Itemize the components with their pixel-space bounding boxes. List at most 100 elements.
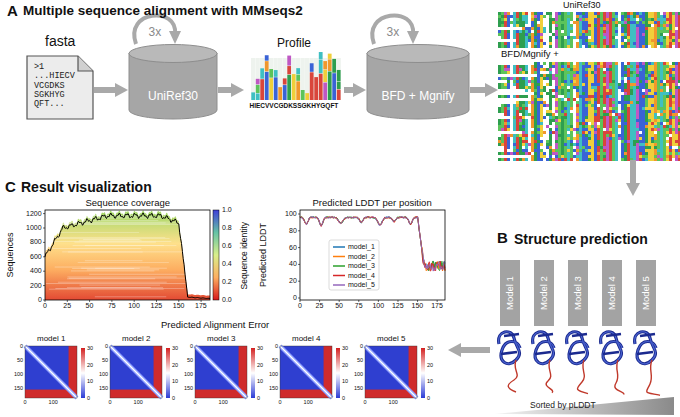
alignment-cell bbox=[606, 68, 609, 71]
alignment-cell bbox=[660, 101, 663, 104]
alignment-cell bbox=[648, 92, 651, 95]
alignment-cell bbox=[678, 101, 680, 104]
alignment-cell bbox=[630, 33, 633, 36]
alignment-cell bbox=[669, 89, 672, 92]
alignment-cell bbox=[603, 33, 606, 36]
alignment-cell bbox=[630, 12, 633, 15]
alignment-cell bbox=[513, 33, 516, 36]
alignment-cell bbox=[597, 71, 600, 74]
alignment-cell bbox=[666, 27, 669, 30]
alignment-cell bbox=[519, 39, 522, 42]
alignment-cell bbox=[552, 30, 555, 33]
alignment-cell bbox=[597, 116, 600, 119]
alignment-cell bbox=[534, 33, 537, 36]
alignment-cell bbox=[630, 119, 633, 122]
alignment-cell bbox=[642, 86, 645, 89]
alignment-cell bbox=[660, 30, 663, 33]
alignment-cell bbox=[636, 110, 639, 113]
alignment-cell bbox=[564, 110, 567, 113]
alignment-cell bbox=[633, 65, 636, 68]
alignment-cell bbox=[675, 27, 678, 30]
alignment-cell bbox=[618, 68, 621, 71]
alignment-cell bbox=[660, 68, 663, 71]
alignment-cell bbox=[528, 45, 531, 48]
alignment-cell bbox=[669, 113, 672, 116]
alignment-cell bbox=[528, 36, 531, 39]
alignment-cell bbox=[588, 68, 591, 71]
alignment-cell bbox=[612, 119, 615, 122]
alignment-cell bbox=[558, 62, 561, 65]
alignment-cell bbox=[591, 18, 594, 21]
alignment-cell bbox=[564, 77, 567, 80]
alignment-cell bbox=[645, 36, 648, 39]
alignment-cell bbox=[579, 71, 582, 74]
alignment-cell bbox=[507, 71, 510, 74]
alignment-cell bbox=[582, 83, 585, 86]
alignment-cell bbox=[525, 89, 528, 92]
alignment-cell bbox=[597, 95, 600, 98]
alignment-cell bbox=[588, 122, 591, 125]
alignment-cell bbox=[672, 39, 675, 42]
alignment-cell bbox=[519, 71, 522, 74]
alignment-cell bbox=[591, 33, 594, 36]
alignment-cell bbox=[603, 18, 606, 21]
alignment-cell bbox=[504, 71, 507, 74]
alignment-cell bbox=[573, 30, 576, 33]
alignment-cell bbox=[639, 107, 642, 110]
alignment-cell bbox=[648, 39, 651, 42]
alignment-cell bbox=[543, 65, 546, 68]
alignment-cell bbox=[543, 71, 546, 74]
alignment-cell bbox=[627, 104, 630, 107]
alignment-cell bbox=[540, 95, 543, 98]
alignment-cell bbox=[666, 107, 669, 110]
alignment-cell bbox=[537, 101, 540, 104]
alignment-cell bbox=[522, 21, 525, 24]
alignment-cell bbox=[546, 104, 549, 107]
alignment-cell bbox=[597, 30, 600, 33]
alignment-cell bbox=[531, 122, 534, 125]
alignment-cell bbox=[636, 92, 639, 95]
alignment-cell bbox=[516, 45, 519, 48]
alignment-cell bbox=[516, 21, 519, 24]
alignment-cell bbox=[549, 74, 552, 77]
alignment-cell bbox=[603, 62, 606, 65]
alignment-cell bbox=[633, 101, 636, 104]
alignment-cell bbox=[555, 36, 558, 39]
alignment-cell bbox=[525, 36, 528, 39]
alignment-cell bbox=[627, 74, 630, 77]
alignment-cell bbox=[579, 45, 582, 48]
alignment-cell bbox=[669, 33, 672, 36]
alignment-cell bbox=[582, 89, 585, 92]
alignment-cell bbox=[642, 98, 645, 101]
alignment-cell bbox=[603, 74, 606, 77]
alignment-cell bbox=[582, 36, 585, 39]
alignment-cell bbox=[567, 27, 570, 30]
alignment-cell bbox=[522, 12, 525, 15]
alignment-cell bbox=[645, 30, 648, 33]
alignment-cell bbox=[546, 113, 549, 116]
alignment-cell bbox=[543, 125, 546, 128]
alignment-cell bbox=[675, 24, 678, 27]
alignment-cell bbox=[591, 83, 594, 86]
alignment-cell bbox=[618, 30, 621, 33]
alignment-cell bbox=[519, 21, 522, 24]
alignment-cell bbox=[576, 45, 579, 48]
alignment-cell bbox=[609, 36, 612, 39]
alignment-cell bbox=[594, 39, 597, 42]
alignment-cell bbox=[630, 95, 633, 98]
alignment-cell bbox=[573, 39, 576, 42]
alignment-cell bbox=[630, 68, 633, 71]
alignment-cell bbox=[567, 125, 570, 128]
alignment-cell bbox=[615, 27, 618, 30]
alignment-cell bbox=[525, 107, 528, 110]
alignment-cell bbox=[678, 62, 680, 65]
alignment-cell bbox=[588, 77, 591, 80]
alignment-cell bbox=[594, 24, 597, 27]
alignment-cell bbox=[612, 107, 615, 110]
alignment-cell bbox=[573, 110, 576, 113]
alignment-cell bbox=[669, 77, 672, 80]
alignment-cell bbox=[594, 71, 597, 74]
alignment-cell bbox=[600, 39, 603, 42]
alignment-cell bbox=[600, 71, 603, 74]
alignment-cell bbox=[609, 30, 612, 33]
